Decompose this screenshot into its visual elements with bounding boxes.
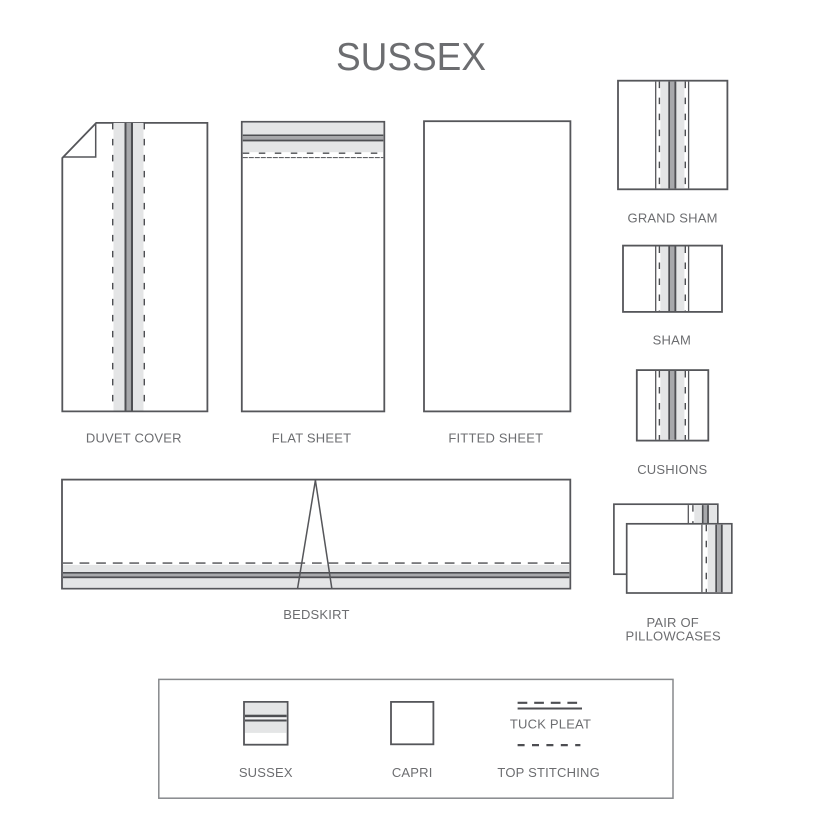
svg-text:FITTED SHEET: FITTED SHEET [448,431,543,446]
svg-text:FLAT SHEET: FLAT SHEET [272,431,352,446]
svg-text:SUSSEX: SUSSEX [239,765,293,780]
svg-text:CUSHIONS: CUSHIONS [637,462,707,477]
svg-text:CAPRI: CAPRI [392,765,433,780]
svg-text:PAIR OF: PAIR OF [646,615,698,630]
svg-text:TUCK PLEAT: TUCK PLEAT [510,716,591,731]
svg-text:TOP STITCHING: TOP STITCHING [497,765,600,780]
svg-text:DUVET COVER: DUVET COVER [86,431,182,446]
svg-text:BEDSKIRT: BEDSKIRT [283,607,349,622]
svg-text:SHAM: SHAM [653,333,691,348]
svg-text:SUSSEX: SUSSEX [336,36,486,79]
svg-text:PILLOWCASES: PILLOWCASES [625,628,721,643]
svg-text:GRAND SHAM: GRAND SHAM [628,210,718,225]
